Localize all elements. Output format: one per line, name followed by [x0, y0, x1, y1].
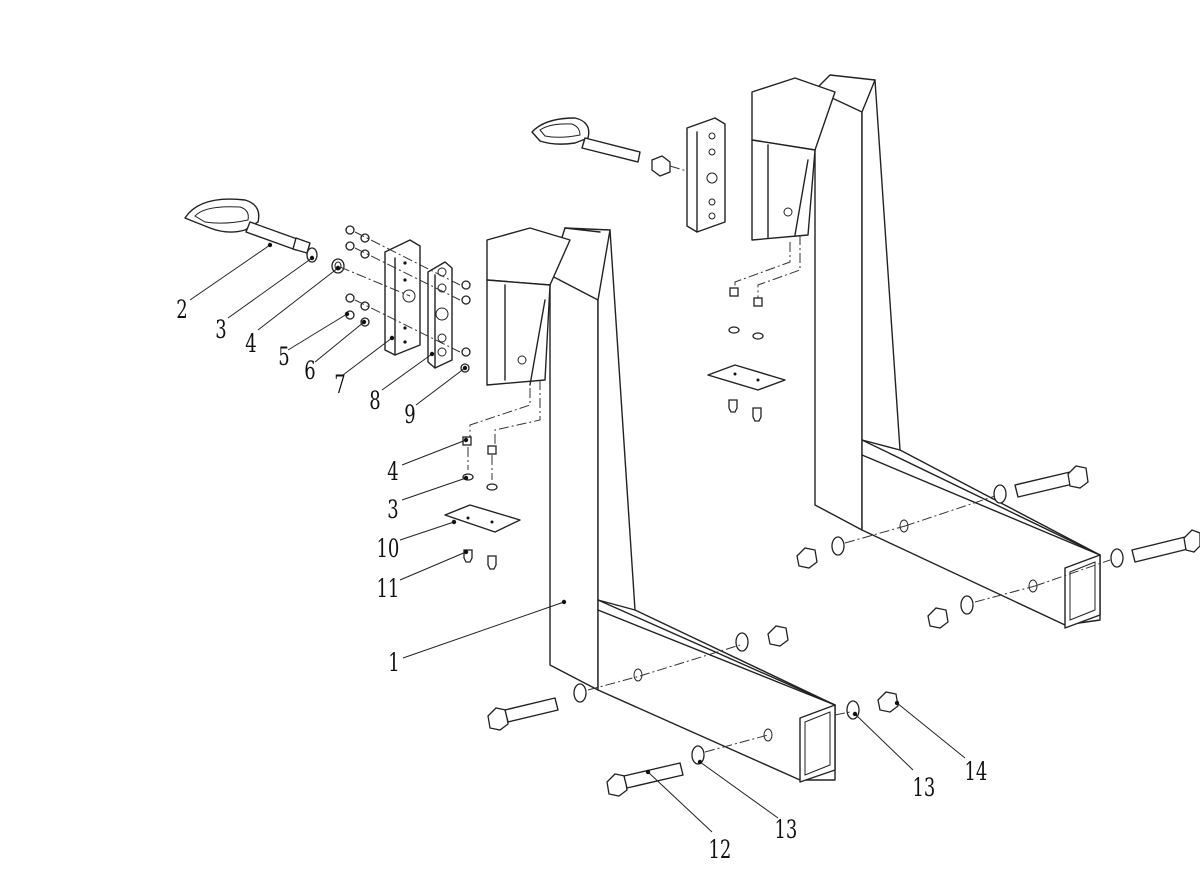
callout-3-upper: 3 [215, 316, 226, 345]
mounting-plate-8 [427, 261, 453, 369]
bolt-12 [606, 734, 769, 797]
callout-2: 2 [176, 296, 187, 325]
t-handle-pin-right [531, 117, 691, 177]
washer-nut-upper-right-left-frame [639, 625, 789, 677]
callout-3-lower: 3 [387, 496, 398, 525]
callout-numbers: 2 3 4 5 6 7 8 9 4 3 10 11 1 12 13 13 14 [176, 296, 987, 865]
callout-5: 5 [278, 343, 289, 372]
mounting-plate-right [686, 117, 726, 233]
callout-8: 8 [369, 387, 380, 416]
bolt-upper-left [487, 675, 641, 731]
base-plate-hardware-right [707, 235, 801, 422]
washer-nut-row-left [306, 225, 370, 327]
callout-6: 6 [304, 357, 315, 386]
callout-9: 9 [404, 401, 415, 430]
callout-12: 12 [708, 836, 731, 865]
frame-right [751, 74, 1101, 629]
callout-14: 14 [964, 758, 987, 787]
callout-4-lower: 4 [387, 458, 398, 487]
mounting-plate-7 [384, 239, 421, 356]
bolts-right-frame [796, 465, 1200, 629]
screws-9 [339, 231, 471, 373]
washer-nut-13-14 [834, 691, 899, 720]
leader-lines [189, 242, 966, 833]
callout-4-upper: 4 [245, 330, 256, 359]
t-handle-pin-left [184, 198, 311, 254]
callout-11: 11 [376, 575, 399, 604]
callout-1: 1 [388, 649, 399, 678]
callout-13-right: 13 [912, 774, 935, 803]
base-plate-hardware-left [444, 380, 541, 570]
callout-10: 10 [376, 535, 399, 564]
frame-left [486, 227, 836, 783]
callout-13-left: 13 [774, 816, 797, 845]
callout-7: 7 [334, 371, 345, 400]
